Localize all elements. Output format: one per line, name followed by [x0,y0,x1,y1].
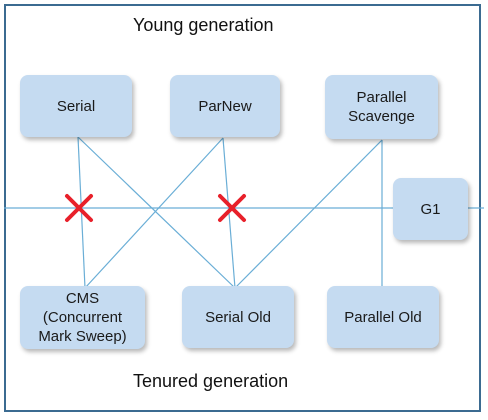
parallel-old-box: Parallel Old [327,286,439,348]
g1-box: G1 [393,178,468,240]
parnew-box: ParNew [170,75,280,137]
cms-box: CMS (Concurrent Mark Sweep) [20,286,145,349]
parallel-scavenge-box: Parallel Scavenge [325,75,438,139]
red-x-icon [218,194,246,222]
connector-parnew-cms [84,137,224,289]
red-x-icon [65,194,93,222]
young-generation-label: Young generation [133,15,274,35]
tenured-generation-label: Tenured generation [133,371,289,391]
connector-parallel-scavenge-serial-old [234,139,383,289]
serial-old-box: Serial Old [182,286,294,348]
connector-serial-serial-old [77,136,236,289]
serial-box: Serial [20,75,132,137]
